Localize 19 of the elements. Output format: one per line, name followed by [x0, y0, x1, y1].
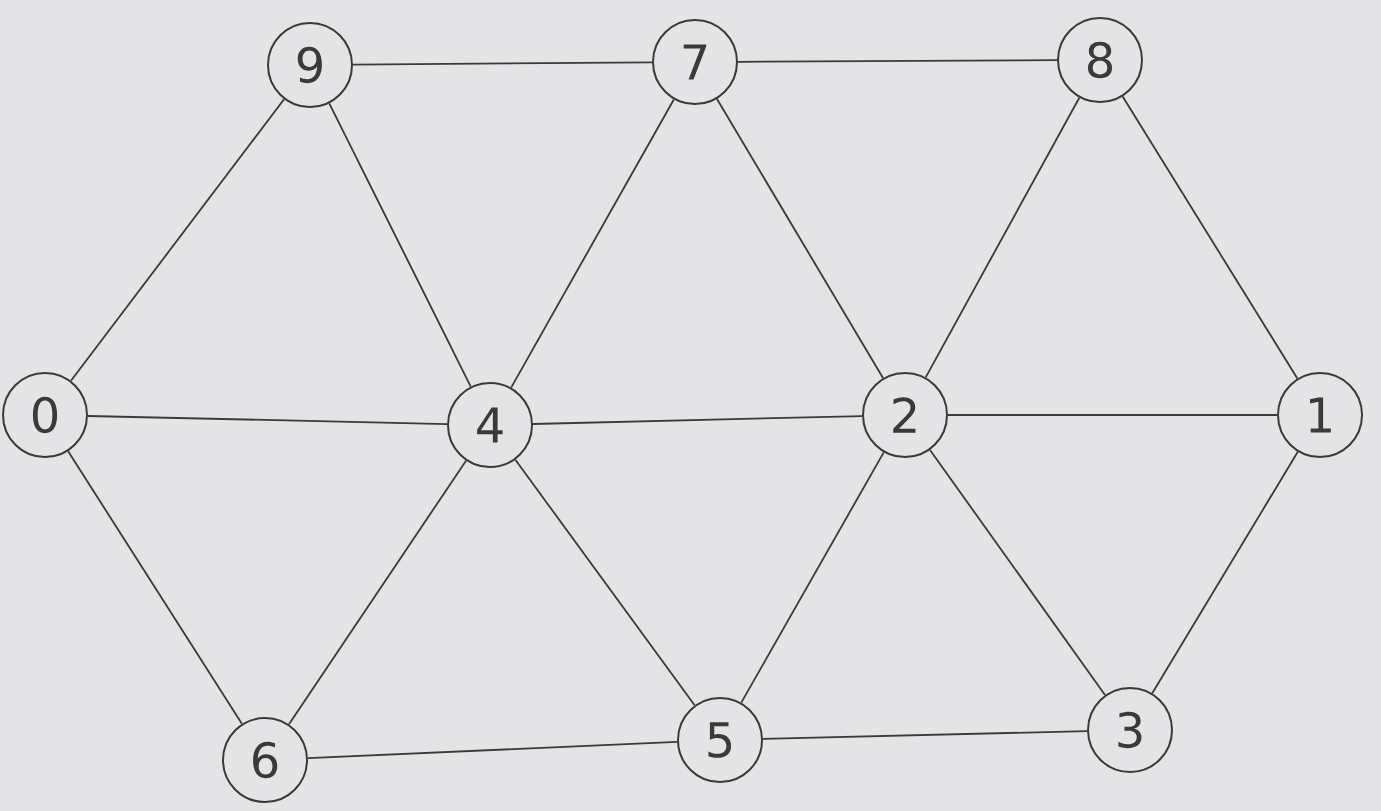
- edge-line: [929, 449, 1106, 696]
- edge-line: [307, 741, 678, 759]
- edge-line: [737, 59, 1058, 63]
- edge-line: [67, 450, 243, 725]
- edge-line: [1151, 450, 1299, 695]
- edge-line: [1121, 95, 1299, 380]
- edge-line: [87, 415, 448, 425]
- edge-line: [947, 414, 1278, 416]
- edge-line: [716, 98, 884, 379]
- edge-line: [288, 459, 467, 726]
- edge-line: [352, 61, 653, 66]
- edge-line: [328, 102, 472, 388]
- edge-line: [510, 98, 675, 389]
- edge-line: [740, 451, 885, 704]
- edge-line: [532, 415, 863, 425]
- edge-line: [924, 96, 1081, 379]
- edge-line: [70, 98, 285, 382]
- edge-line: [514, 458, 696, 707]
- edge-line: [762, 730, 1088, 740]
